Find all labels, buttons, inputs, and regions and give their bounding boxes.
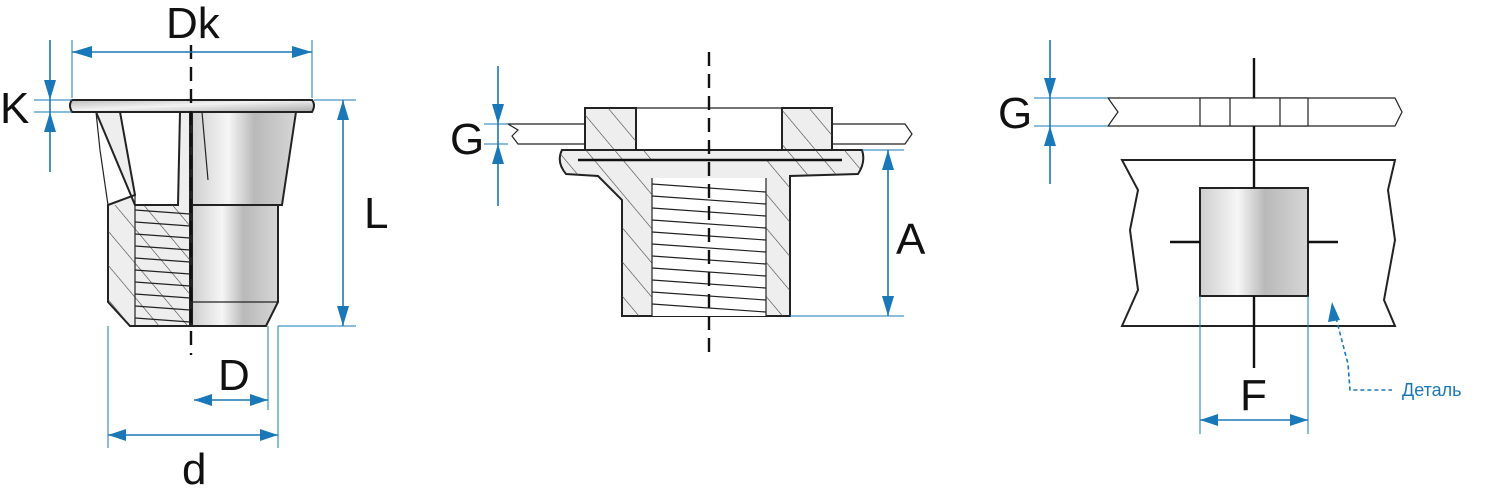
mounting-sheet-and-part xyxy=(1106,58,1403,368)
label-g-middle: G xyxy=(450,115,484,164)
label-k: K xyxy=(0,84,29,133)
dimension-g-middle xyxy=(484,66,508,206)
label-a: A xyxy=(896,215,926,264)
label-dk: Dk xyxy=(166,0,221,48)
detail-leader xyxy=(1328,302,1392,391)
dimension-d-outer xyxy=(107,326,279,448)
label-g-right: G xyxy=(998,89,1032,138)
rivet-nut-side-view xyxy=(69,45,315,355)
label-f: F xyxy=(1240,371,1267,420)
dimension-dk xyxy=(71,40,313,98)
dimension-l xyxy=(278,99,356,327)
installed-nut-section xyxy=(505,52,913,352)
thread-lines-left xyxy=(134,209,191,323)
dimension-d-inner xyxy=(194,326,269,410)
hole-insert xyxy=(1199,187,1309,297)
dimension-k xyxy=(34,40,72,172)
label-l: L xyxy=(364,189,388,238)
dimension-g-right xyxy=(1034,40,1108,184)
dimension-a xyxy=(790,149,904,317)
label-d-inner: D xyxy=(218,351,250,400)
label-detail: Деталь xyxy=(1402,380,1462,400)
dimension-f xyxy=(1199,296,1309,434)
label-d-outer: d xyxy=(182,445,206,491)
